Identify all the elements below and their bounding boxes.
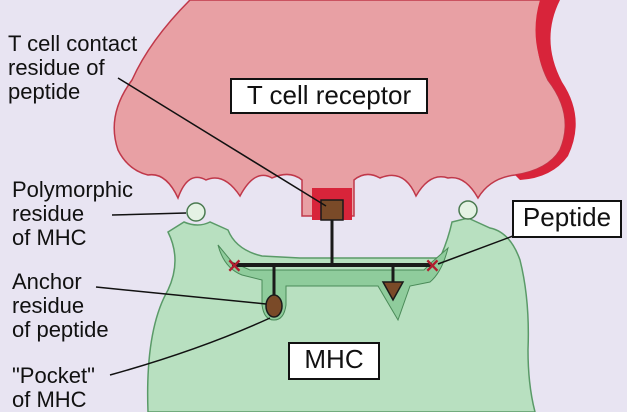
label-pocket: "Pocket" of MHC [12, 364, 95, 412]
peptide-end-left: × [226, 253, 243, 277]
label-polymorphic: Polymorphic residue of MHC [12, 178, 133, 250]
anchor-residue [266, 295, 282, 317]
peptide-box: Peptide [512, 200, 622, 238]
contact-residue [321, 200, 343, 220]
mhc-shape [148, 218, 535, 412]
peptide-end-right: × [424, 253, 441, 277]
polymorphic-residue-left [187, 203, 205, 221]
tcr-box: T cell receptor [230, 78, 428, 114]
label-tcell-contact: T cell contact residue of peptide [8, 32, 137, 104]
label-anchor: Anchor residue of peptide [12, 270, 109, 342]
polymorphic-residue-right [459, 201, 477, 219]
mhc-box: MHC [288, 342, 380, 380]
